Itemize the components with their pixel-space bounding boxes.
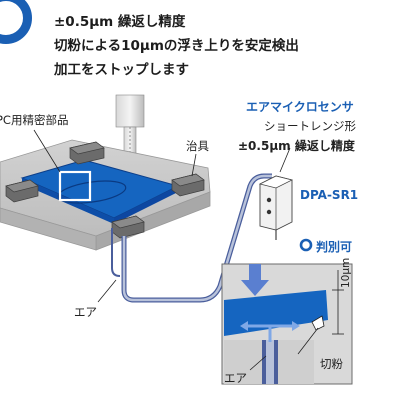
sensor-title: エアマイクロセンサ [246,100,354,114]
gap-dimension-label: 10μm [340,257,352,288]
judgement-circle-icon [0,0,32,44]
precision-part [20,159,180,224]
header-line-3: 加工をストップします [54,62,189,78]
sensor-model: DPA-SR1 [300,188,359,202]
jig-label: 治具 [186,139,209,153]
sensor-spec: ±0.5μm 繰返し精度 [238,139,355,153]
inset-air-label: エア [224,371,247,385]
air-label: エア [74,305,97,319]
jig-blocks [5,141,205,239]
spindle [115,94,145,166]
chips-label: 切粉 [320,357,343,371]
header-line-2: 切粉による10μmの浮き上りを安定検出 [54,38,299,54]
judgement-ok-icon [299,238,313,252]
part-label: PC用精密部品 [0,113,69,127]
sensor-type: ショートレンジ形 [264,119,356,133]
inset-title: 判別可 [316,240,353,254]
air-pipe [111,173,272,303]
inset-detail [221,263,353,385]
air-micro-sensor [258,175,294,240]
header-line-1: ±0.5μm 繰返し精度 [54,14,186,30]
leader-lines [33,129,291,303]
